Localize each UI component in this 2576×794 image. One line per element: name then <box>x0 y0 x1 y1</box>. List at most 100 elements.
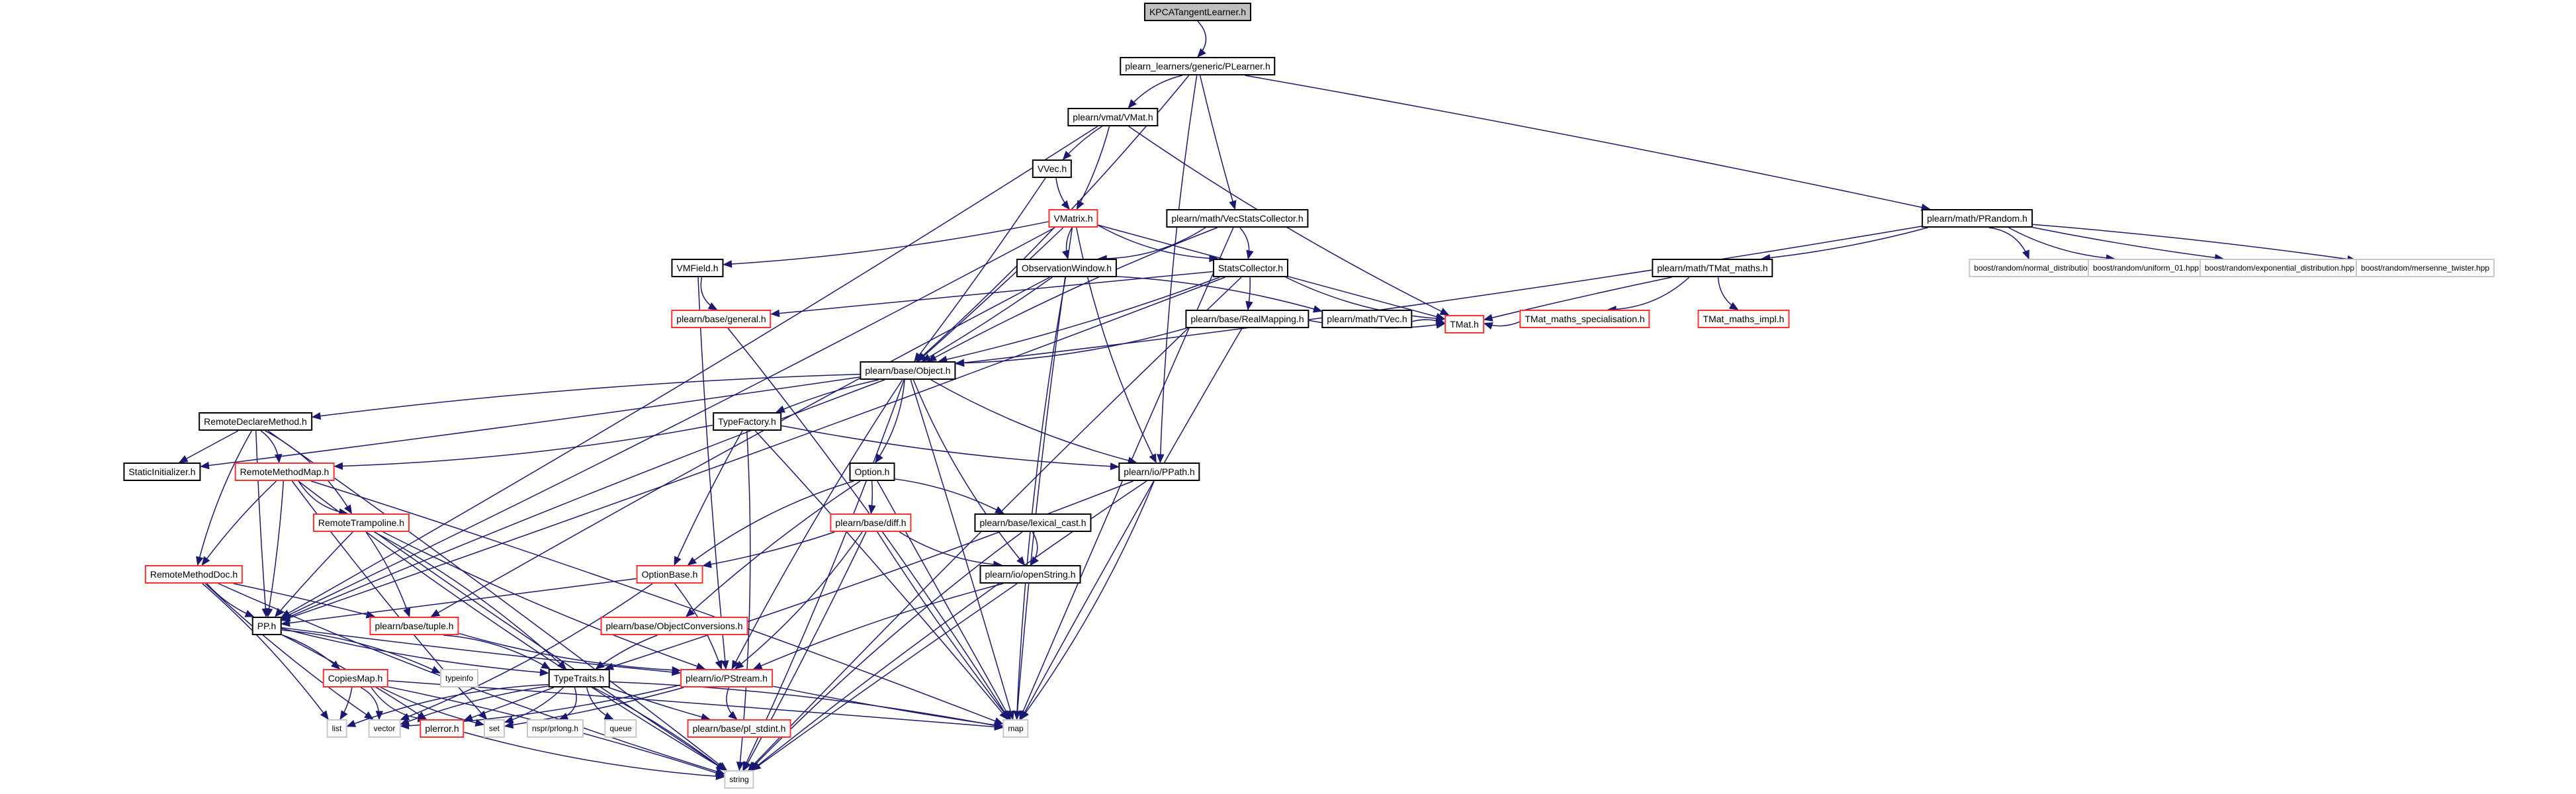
graph-node-tmat[interactable]: TMat.h <box>1444 315 1484 333</box>
graph-node-pp[interactable]: PP.h <box>251 617 282 635</box>
edge-vmat-to-vmatrix <box>1076 126 1110 210</box>
edge-rtramp-to-pp <box>275 531 353 617</box>
arrowhead-pp-to-typetraits <box>539 668 549 676</box>
graph-node-map: map <box>1002 719 1029 738</box>
graph-node-general[interactable]: plearn/base/general.h <box>671 310 772 328</box>
graph-node-typefac[interactable]: TypeFactory.h <box>713 412 781 431</box>
edge-vvec-to-object <box>914 177 1046 362</box>
graph-node-optbase[interactable]: OptionBase.h <box>636 565 703 584</box>
graph-node-stdint[interactable]: plearn/base/pl_stdint.h <box>687 719 791 738</box>
graph-node-tmatimpl[interactable]: TMat_maths_impl.h <box>1697 310 1790 328</box>
graph-node-prandom[interactable]: plearn/math/PRandom.h <box>1922 209 2033 228</box>
graph-node-tmatmaths[interactable]: plearn/math/TMat_maths.h <box>1652 259 1773 277</box>
graph-node-rmdoc[interactable]: RemoteMethodDoc.h <box>144 565 244 584</box>
edge-object-to-openstr <box>912 379 1026 566</box>
edge-rtramp-to-pstream <box>382 531 705 670</box>
arrowhead-vmat-to-vvec <box>1062 150 1072 160</box>
edge-vmatrix-to-vmfield <box>723 221 1049 265</box>
arrowhead-objconv-to-typetraits <box>595 660 605 670</box>
graph-node-copies[interactable]: CopiesMap.h <box>322 669 388 687</box>
edge-object-to-string <box>742 379 905 771</box>
edge-rdecl-to-static <box>179 430 239 463</box>
graph-node-vvec[interactable]: VVec.h <box>1032 159 1073 178</box>
graph-node-vmfield[interactable]: VMField.h <box>671 259 724 277</box>
arrowhead-typefac-to-rmmap <box>333 462 343 470</box>
graph-node-rtramp[interactable]: RemoteTrampoline.h <box>312 513 410 532</box>
graph-node-vmat[interactable]: plearn/vmat/VMat.h <box>1067 108 1159 126</box>
graph-node-lexcast[interactable]: plearn/base/lexical_cast.h <box>974 513 1092 532</box>
edge-object-to-pstream <box>731 379 903 670</box>
arrowhead-diff-to-optbase <box>702 560 712 568</box>
edge-rmmap-to-map <box>310 480 1003 725</box>
graph-node-realmap[interactable]: plearn/base/RealMapping.h <box>1185 310 1310 328</box>
edge-prandom-to-tmatmaths <box>1761 227 1928 259</box>
graph-node-tvec[interactable]: plearn/math/TVec.h <box>1321 310 1413 328</box>
graph-node-option[interactable]: Option.h <box>849 463 895 481</box>
arrowhead-plearner-to-vmat <box>1128 99 1137 109</box>
edge-typetraits-to-string <box>593 687 725 771</box>
graph-node-vecstats[interactable]: plearn/math/VecStatsCollector.h <box>1166 209 1309 228</box>
edge-plearner-to-vmat <box>1128 75 1182 109</box>
graph-node-openstr[interactable]: plearn/io/openString.h <box>979 565 1081 584</box>
edge-rmdoc-to-list <box>202 583 329 720</box>
arrowhead-plearner-to-ppath <box>1157 454 1165 464</box>
edge-object-to-ppath <box>930 379 1137 463</box>
arrowhead-plearner-to-vecstats <box>1229 200 1237 210</box>
arrowhead-option-to-objconv <box>686 608 695 617</box>
edge-typetraits-to-map <box>609 681 1003 728</box>
edge-realmap-to-map <box>1020 328 1243 720</box>
arrowhead-option-to-diff <box>868 504 876 515</box>
graph-node-set: set <box>483 719 506 738</box>
graph-node-diff[interactable]: plearn/base/diff.h <box>830 513 912 532</box>
edge-tmatmaths-to-tmatspec <box>1608 277 1690 310</box>
graph-node-tmatspec[interactable]: TMat_maths_specialisation.h <box>1519 310 1650 328</box>
edge-prandom-to-expdist <box>2032 227 2223 259</box>
arrowhead-realmap-to-object <box>955 359 965 367</box>
graph-node-rmmap[interactable]: RemoteMethodMap.h <box>234 463 335 481</box>
graph-node-rdecl[interactable]: RemoteDeclareMethod.h <box>199 412 312 431</box>
arrowhead-typetraits-to-plerror <box>463 713 474 721</box>
edge-optbase-to-pp <box>281 578 637 625</box>
graph-node-plerror[interactable]: plerror.h <box>420 719 465 738</box>
graph-node-tuple[interactable]: plearn/base/tuple.h <box>369 617 459 635</box>
edge-tmatmaths-to-tmat <box>1484 277 1672 320</box>
arrowhead-object-to-typefac <box>775 405 785 413</box>
arrowhead-tvec-to-tmat <box>1435 316 1446 324</box>
arrowhead-rdecl-to-static <box>178 455 189 463</box>
graph-node-object[interactable]: plearn/base/Object.h <box>860 361 956 380</box>
edge-pp-to-typetraits <box>281 628 549 674</box>
arrowhead-vmatrix-to-ppath <box>1149 453 1157 464</box>
graph-node-pstream[interactable]: plearn/io/PStream.h <box>680 669 773 687</box>
graph-node-obswin[interactable]: ObservationWindow.h <box>1016 259 1118 277</box>
edge-openstr-to-pstream <box>753 583 1004 670</box>
edge-plearner-to-ppath <box>1159 75 1198 463</box>
graph-node-static[interactable]: StaticInitializer.h <box>123 463 201 481</box>
graph-node-objconv[interactable]: plearn/base/ObjectConversions.h <box>600 617 748 635</box>
graph-node-kpca: KPCATangentLearner.h <box>1143 3 1252 21</box>
edge-object-to-rdecl <box>312 373 860 418</box>
edge-rmdoc-to-tuple <box>233 583 375 617</box>
edge-option-to-optbase <box>688 480 854 566</box>
edge-rdecl-to-rmdoc <box>197 430 253 566</box>
arrowhead-option-to-optbase <box>687 556 697 566</box>
arrowhead-typetraits-to-list <box>346 719 357 727</box>
graph-node-ppath[interactable]: plearn/io/PPath.h <box>1118 463 1200 481</box>
arrowhead-rtramp-to-tuple <box>403 607 411 618</box>
edge-diff-to-pstream <box>734 531 863 670</box>
graph-node-typeinfo: typeinfo <box>439 669 479 687</box>
arrowhead-vvec-to-vmatrix <box>1061 200 1070 210</box>
arrowhead-rdecl-to-rtramp <box>344 504 353 515</box>
edge-tmatmaths-to-tmatimpl <box>1717 277 1738 310</box>
graph-node-statscol[interactable]: StatsCollector.h <box>1212 259 1289 277</box>
arrowhead-rmmap-to-rmdoc <box>201 556 210 566</box>
graph-node-typetraits[interactable]: TypeTraits.h <box>548 669 610 687</box>
graph-node-vmatrix[interactable]: VMatrix.h <box>1048 209 1098 228</box>
arrowhead-vmfield-to-pstream <box>721 660 729 670</box>
edge-vmatrix-to-statscol <box>1098 224 1218 259</box>
arrowhead-copies-to-list <box>339 710 348 721</box>
graph-node-plearner[interactable]: plearn_learners/generic/PLearner.h <box>1120 57 1276 75</box>
edge-vmat-to-pp <box>281 126 1098 618</box>
edge-rmmap-to-pp <box>267 480 285 617</box>
graph-node-mersenne: boost/random/mersenne_twister.hpp <box>2355 259 2495 277</box>
